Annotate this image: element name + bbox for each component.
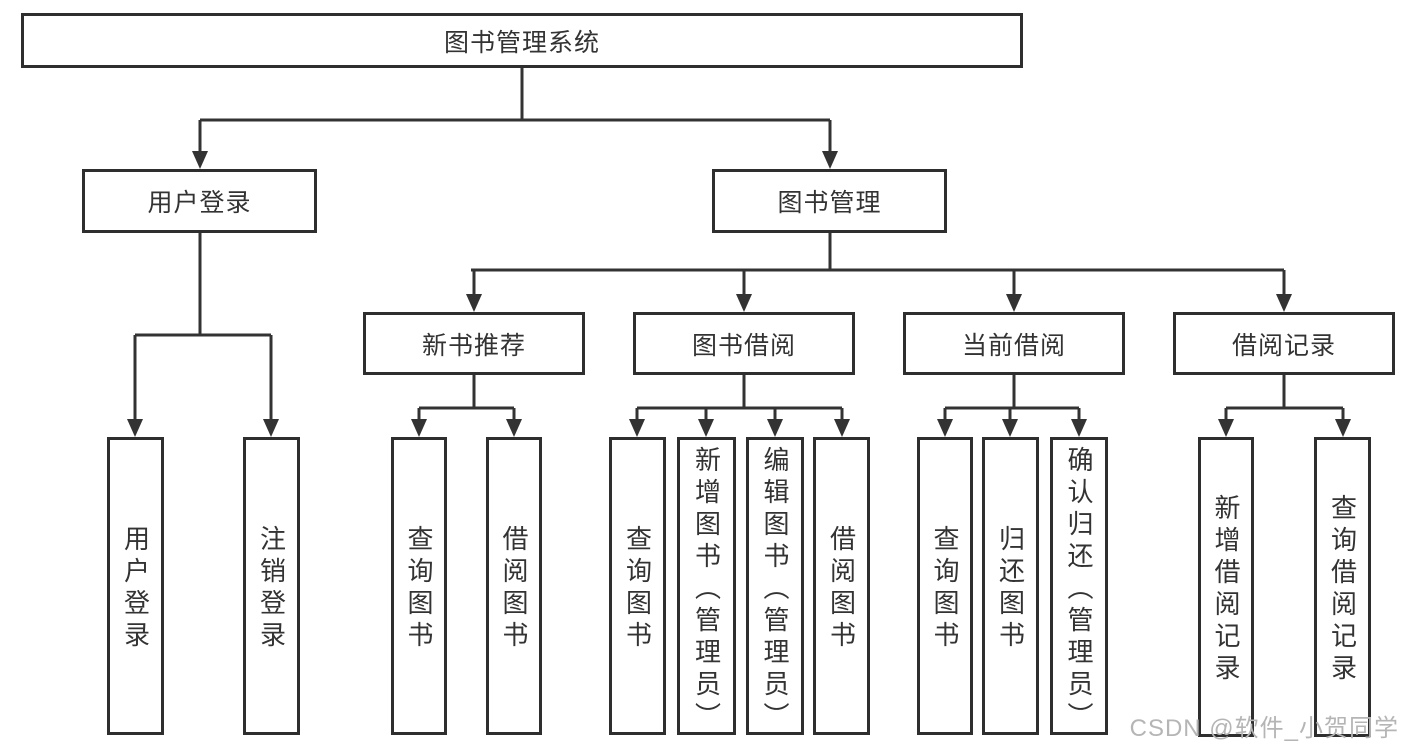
node-borrowing-records: 借阅记录: [1173, 312, 1395, 375]
leaf-borrow-books-recommend: 借阅图书: [486, 437, 542, 735]
arrowhead-icons: [127, 151, 1351, 437]
node-current-borrowing: 当前借阅: [903, 312, 1125, 375]
node-book-borrowing: 图书借阅: [633, 312, 855, 375]
leaf-query-books-current: 查询图书: [917, 437, 973, 735]
leaf-query-books-borrow: 查询图书: [609, 437, 666, 735]
leaf-confirm-return-admin: 确认归还（管理员）: [1050, 437, 1108, 735]
leaf-edit-books-admin: 编辑图书（管理员）: [746, 437, 804, 735]
watermark: CSDN @软件_小贺同学: [1129, 715, 1399, 742]
node-new-book-recommendation: 新书推荐: [363, 312, 585, 375]
leaf-query-borrow-record: 查询借阅记录: [1314, 437, 1371, 737]
leaf-return-books: 归还图书: [982, 437, 1039, 735]
node-user-login-branch: 用户登录: [82, 169, 317, 233]
leaf-user-login: 用户登录: [107, 437, 164, 735]
leaf-add-books-admin: 新增图书（管理员）: [677, 437, 736, 735]
leaf-query-books-recommend: 查询图书: [391, 437, 447, 735]
node-book-management-branch: 图书管理: [712, 169, 947, 233]
leaf-add-borrow-record: 新增借阅记录: [1198, 437, 1254, 737]
node-library-management-system: 图书管理系统: [21, 13, 1023, 68]
connector-path: [133, 68, 1345, 421]
leaf-logout: 注销登录: [243, 437, 300, 735]
leaf-borrow-books: 借阅图书: [813, 437, 870, 735]
